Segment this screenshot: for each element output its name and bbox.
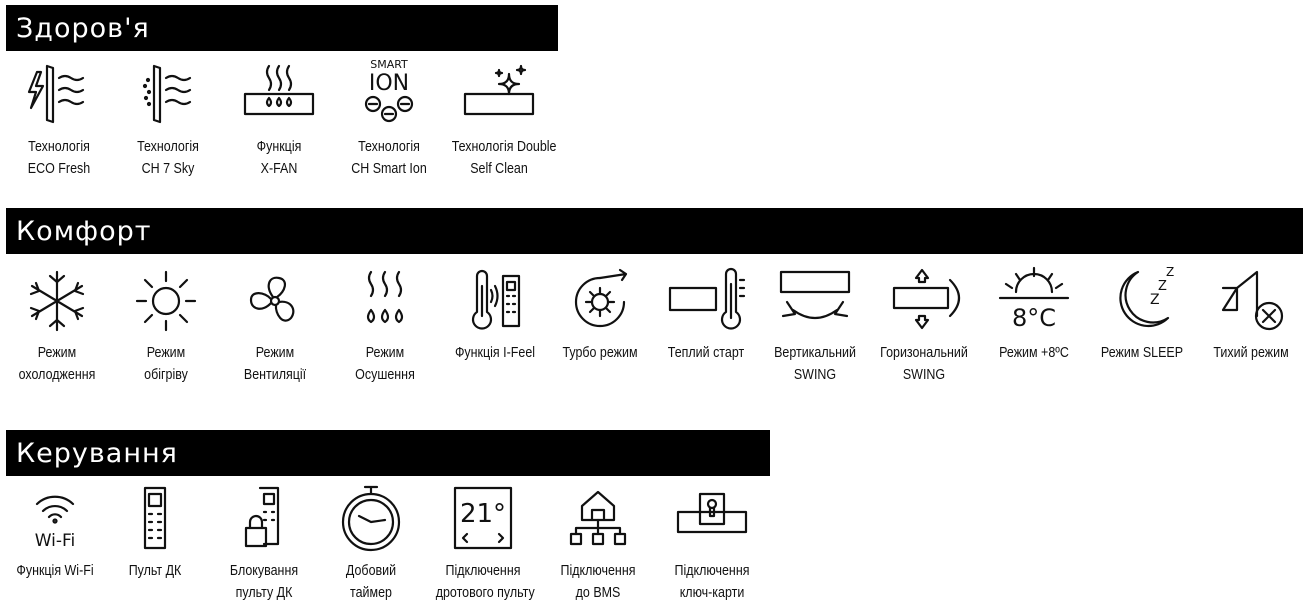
feature-i-feel: Функція I-Feel [440, 266, 550, 364]
feature-sleep: Z Z Z Режим SLEEP [1087, 265, 1197, 364]
remote-icon [143, 486, 167, 550]
feature-label: Функція Wi-Fi [16, 563, 94, 579]
x-fan-icon [243, 64, 315, 116]
feature-wifi: Wi-Fi Функція Wi-Fi [0, 484, 110, 582]
section-title-comfort-text: Комфорт [16, 215, 152, 247]
feature-remote: Пульт ДК [100, 484, 210, 582]
zzz-text-1: Z [1150, 292, 1160, 308]
fan-icon [249, 276, 295, 322]
feature-label: Режим SLEEP [1100, 345, 1184, 361]
double-self-clean-icon [463, 64, 535, 116]
section-title-comfort: Комфорт [6, 208, 1303, 254]
warm-start-icon [668, 267, 746, 330]
section-title-health: Здоров'я [6, 5, 558, 51]
section-title-health-text: Здоров'я [16, 12, 150, 44]
horizontal-swing-icon [892, 268, 961, 330]
feature-quiet: Тихий режим [1196, 266, 1306, 364]
plus-8c-icon: 8°C [998, 266, 1070, 332]
feature-label: Функція I-Feel [454, 345, 536, 361]
feature-plus-8c: 8°C Режим +8ºC [979, 266, 1089, 364]
eco-fresh-icon [27, 64, 85, 124]
quiet-mode-icon [1221, 270, 1284, 331]
sun-icon [135, 270, 197, 332]
smart-ion-icon: SMART ION [364, 58, 414, 123]
turbo-icon [574, 268, 628, 328]
smart-text: SMART [370, 58, 408, 71]
sleep-icon: Z Z Z [1119, 265, 1174, 328]
section-title-control-text: Керування [16, 437, 178, 469]
zzz-text-2: Z [1158, 279, 1167, 294]
feature-turbo: Турбо режим [545, 266, 655, 364]
remote-lock-icon [244, 486, 280, 548]
wifi-text: Wi-Fi [35, 531, 76, 551]
controller-temp-text: 21° [460, 499, 506, 529]
zzz-text-3: Z [1166, 265, 1174, 279]
bms-icon [569, 490, 627, 546]
timer-icon [341, 485, 401, 552]
dry-mode-icon [366, 270, 404, 324]
ion-text: ION [369, 71, 409, 96]
wired-controller-icon: 21° [453, 486, 513, 550]
key-card-icon [676, 492, 748, 534]
feature-label: Теплий старт [667, 345, 745, 361]
section-title-control: Керування [6, 430, 770, 476]
feature-label: Режим +8ºC [999, 345, 1069, 361]
feature-warm-start: Теплий старт [651, 266, 761, 364]
ch7-sky-icon [142, 64, 192, 124]
vertical-swing-icon [779, 270, 851, 320]
snowflake-icon [29, 270, 85, 332]
feature-label: Тихий режим [1213, 345, 1289, 361]
feature-label: Турбо режим [562, 345, 638, 361]
temperature-text: 8°C [1012, 304, 1056, 332]
feature-label: Пульт ДК [128, 563, 182, 579]
wifi-icon: Wi-Fi [35, 495, 76, 551]
i-feel-icon [471, 269, 521, 330]
